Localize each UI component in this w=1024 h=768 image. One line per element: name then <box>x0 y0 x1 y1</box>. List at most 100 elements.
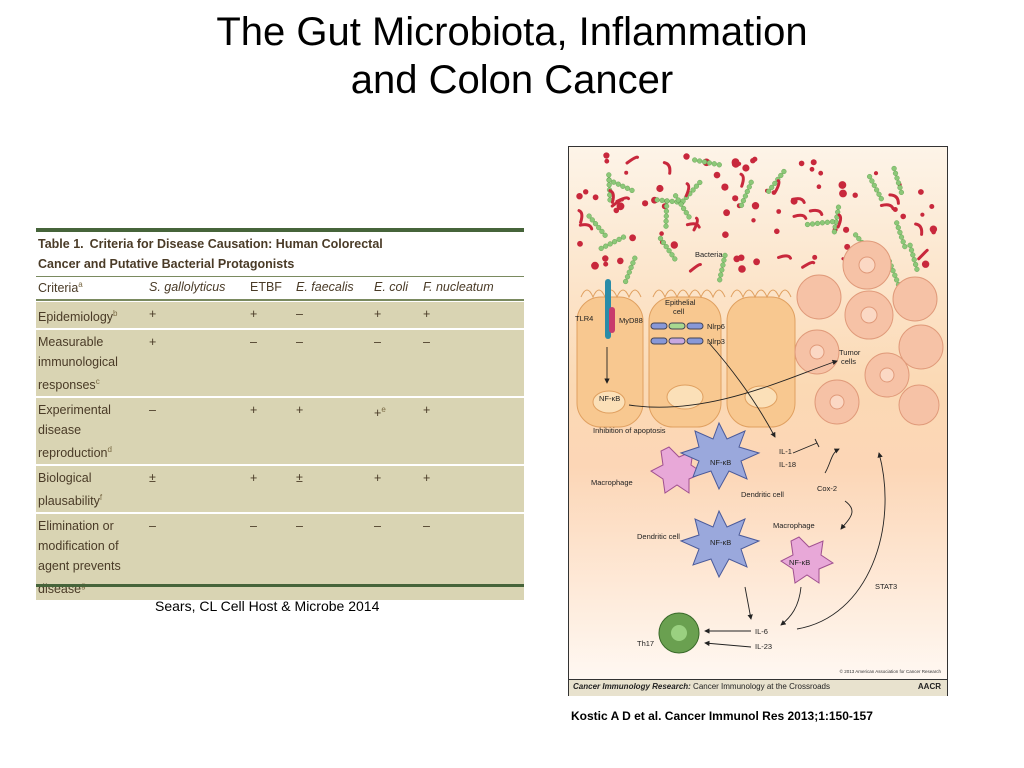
bacterium-chain <box>615 181 621 187</box>
bacterium-chain <box>598 245 604 252</box>
criterion-line: Biological <box>38 471 92 485</box>
bacterium-chain <box>716 162 722 168</box>
bacterium-chain <box>831 229 838 235</box>
label-nfkb-mac2: NF-κB <box>789 558 810 567</box>
bacterium-coccus <box>723 209 730 217</box>
table-row: Epidemiologyb++–++ <box>36 302 524 330</box>
bacterium-chain <box>669 198 675 205</box>
table-cell-mark: – <box>423 335 430 349</box>
nlrp6-complex <box>650 322 704 330</box>
slide-title: The Gut Microbiota, Inflammation and Col… <box>0 8 1024 104</box>
figure-footer: Cancer Immunology Research: Cancer Immun… <box>569 679 947 696</box>
bacterium-chain <box>740 198 747 204</box>
label-nfkb-epithelial: NF-κB <box>599 394 620 403</box>
bacterium-rod <box>578 223 594 231</box>
epithelium <box>576 289 796 428</box>
bacterium-coccus <box>751 202 760 210</box>
bacterium-coccus <box>873 171 879 176</box>
bacterium-coccus <box>920 212 925 217</box>
bacterium-coccus <box>810 159 817 166</box>
label-myd88: MyD88 <box>619 316 643 325</box>
table-caption: Table 1.Criteria for Disease Causation: … <box>38 234 522 274</box>
table-cell-mark: – <box>374 519 381 533</box>
table-cell-mark: +e <box>374 405 386 421</box>
table-header-col-4: E. coli <box>374 280 409 294</box>
bacterium-rod <box>914 222 924 236</box>
table-cell-mark: ± <box>149 471 156 485</box>
bacterium-chain <box>746 184 752 190</box>
tumor-nucleus <box>879 367 895 383</box>
bacterium-coccus <box>602 255 609 262</box>
bacterium-chain <box>622 278 629 285</box>
table-cell-mark: – <box>149 403 156 417</box>
criterion-line: modification of <box>38 539 119 553</box>
tumor-nucleus <box>809 344 825 360</box>
bacterium-chain <box>657 235 664 242</box>
table-header-col-1: S. gallolyticus <box>149 280 226 294</box>
bacterium-chain <box>878 196 884 202</box>
bacterium-coccus <box>629 234 636 242</box>
bacterium-coccus <box>721 183 729 191</box>
bacterium-chain <box>895 180 902 186</box>
bacterium-coccus <box>713 171 721 179</box>
bacterium-chain <box>603 243 609 249</box>
bacterium-coccus <box>921 260 930 268</box>
arrow-nlrp-to-il1 <box>708 342 776 438</box>
criterion-line: agent prevents <box>38 559 121 573</box>
arrow-stat3 <box>796 452 886 630</box>
bacterium-coccus <box>816 184 822 189</box>
bacterium-chain <box>835 204 842 210</box>
table-cell-mark: + <box>423 471 431 485</box>
bacterium-chain <box>672 256 678 262</box>
table-cell-mark: + <box>250 471 258 485</box>
criterion-line: disease <box>38 423 82 437</box>
bacterium-chain <box>914 266 920 272</box>
bacterium-chain <box>874 187 880 193</box>
bacterium-chain <box>814 220 821 227</box>
tumor-nucleus <box>858 256 876 274</box>
bacterium-chain <box>744 188 750 195</box>
table-number: Table 1. <box>38 237 84 251</box>
bacterium-coccus <box>722 231 729 238</box>
bacterium-chain <box>626 269 632 275</box>
label-macrophage-1: Macrophage <box>591 478 633 487</box>
bacterium-chain <box>898 189 905 196</box>
label-epithelial-2: cell <box>673 307 685 316</box>
bacterium-coccus <box>642 200 649 207</box>
bacterium-chain <box>690 187 696 193</box>
criterion-line: Epidemiologyb <box>38 309 118 325</box>
bacterium-chain <box>902 243 908 250</box>
bacterium-chain <box>629 187 635 194</box>
bacterium-coccus <box>751 218 756 223</box>
label-il18: IL-18 <box>779 460 796 469</box>
bacterium-chain <box>663 243 669 250</box>
bacterium-chain <box>907 242 913 248</box>
bacterium-coccus <box>577 240 583 247</box>
bacterium-rod <box>791 197 806 204</box>
criterion-line: plausabilityf <box>38 493 103 509</box>
bacterium-chain <box>624 274 631 280</box>
bacterium-chain <box>672 193 679 199</box>
bacterium-rod <box>684 182 691 198</box>
th17-nucleus <box>671 625 687 641</box>
label-bacteria: Bacteria <box>695 250 723 259</box>
bacterium-chain <box>722 252 728 259</box>
bacterium-chain <box>693 183 700 189</box>
slide-title-line-1: The Gut Microbiota, Inflammation <box>216 10 808 54</box>
bacterium-coccus <box>731 158 740 166</box>
criterion-line: Experimental <box>38 403 111 417</box>
table-row-criterion: Biological plausabilityf <box>38 468 146 511</box>
bacterium-chain <box>602 232 608 238</box>
bacterium-chain <box>654 197 660 203</box>
bacterium-chain <box>632 255 638 261</box>
bacterium-chain <box>596 224 602 231</box>
bacterium-chain <box>867 174 873 180</box>
bacterium-coccus <box>809 166 815 172</box>
tumor-nucleus <box>860 306 878 324</box>
pathway-figure: Bacteria TLR4 MyD88 Epithelial cell Nlrp… <box>568 146 948 696</box>
arrow-cox2 <box>824 448 840 474</box>
bacterium-coccus <box>732 195 739 202</box>
